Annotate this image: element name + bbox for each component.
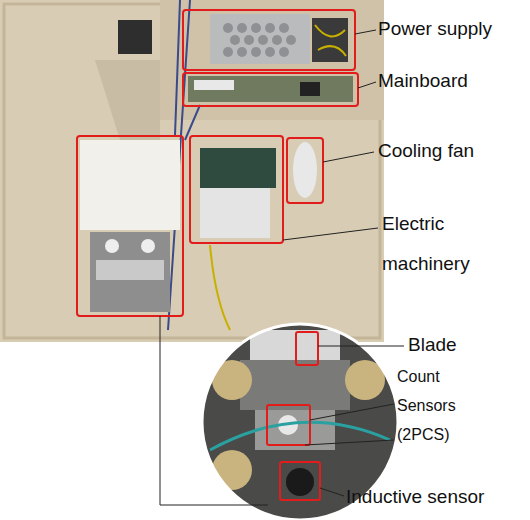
knob	[105, 239, 119, 253]
chip	[300, 82, 320, 96]
callout-label: Electric machinery	[382, 204, 500, 284]
cutter-mechanism	[90, 232, 170, 312]
cutter-cover	[80, 140, 180, 230]
callout-label: Cooling fan	[378, 140, 528, 162]
callout-label: Inductive sensor	[346, 486, 530, 508]
inset-highlight-boxes	[267, 332, 320, 500]
wires	[315, 25, 346, 56]
vent-holes	[223, 23, 296, 57]
fan-blades	[293, 142, 317, 198]
callout-label: Blade	[408, 334, 518, 356]
upper-panel	[160, 0, 384, 120]
terminal-block	[312, 18, 348, 62]
small-fan	[118, 20, 152, 54]
mainboard-pcb	[188, 76, 353, 102]
highlight-boxes	[77, 10, 358, 316]
roller	[96, 260, 164, 280]
callout-label: Count Sensors (2PCS)	[397, 362, 469, 449]
motor-body	[200, 188, 270, 238]
knob	[141, 239, 155, 253]
callout-label: Power supply	[378, 18, 528, 40]
leader-lines	[160, 30, 404, 505]
motor-roll	[200, 148, 276, 188]
callout-label: Mainboard	[378, 70, 528, 92]
enclosure	[0, 0, 384, 342]
power-supply-case	[210, 14, 310, 64]
bracket	[95, 60, 160, 140]
wire	[210, 245, 230, 330]
connector	[194, 80, 234, 90]
